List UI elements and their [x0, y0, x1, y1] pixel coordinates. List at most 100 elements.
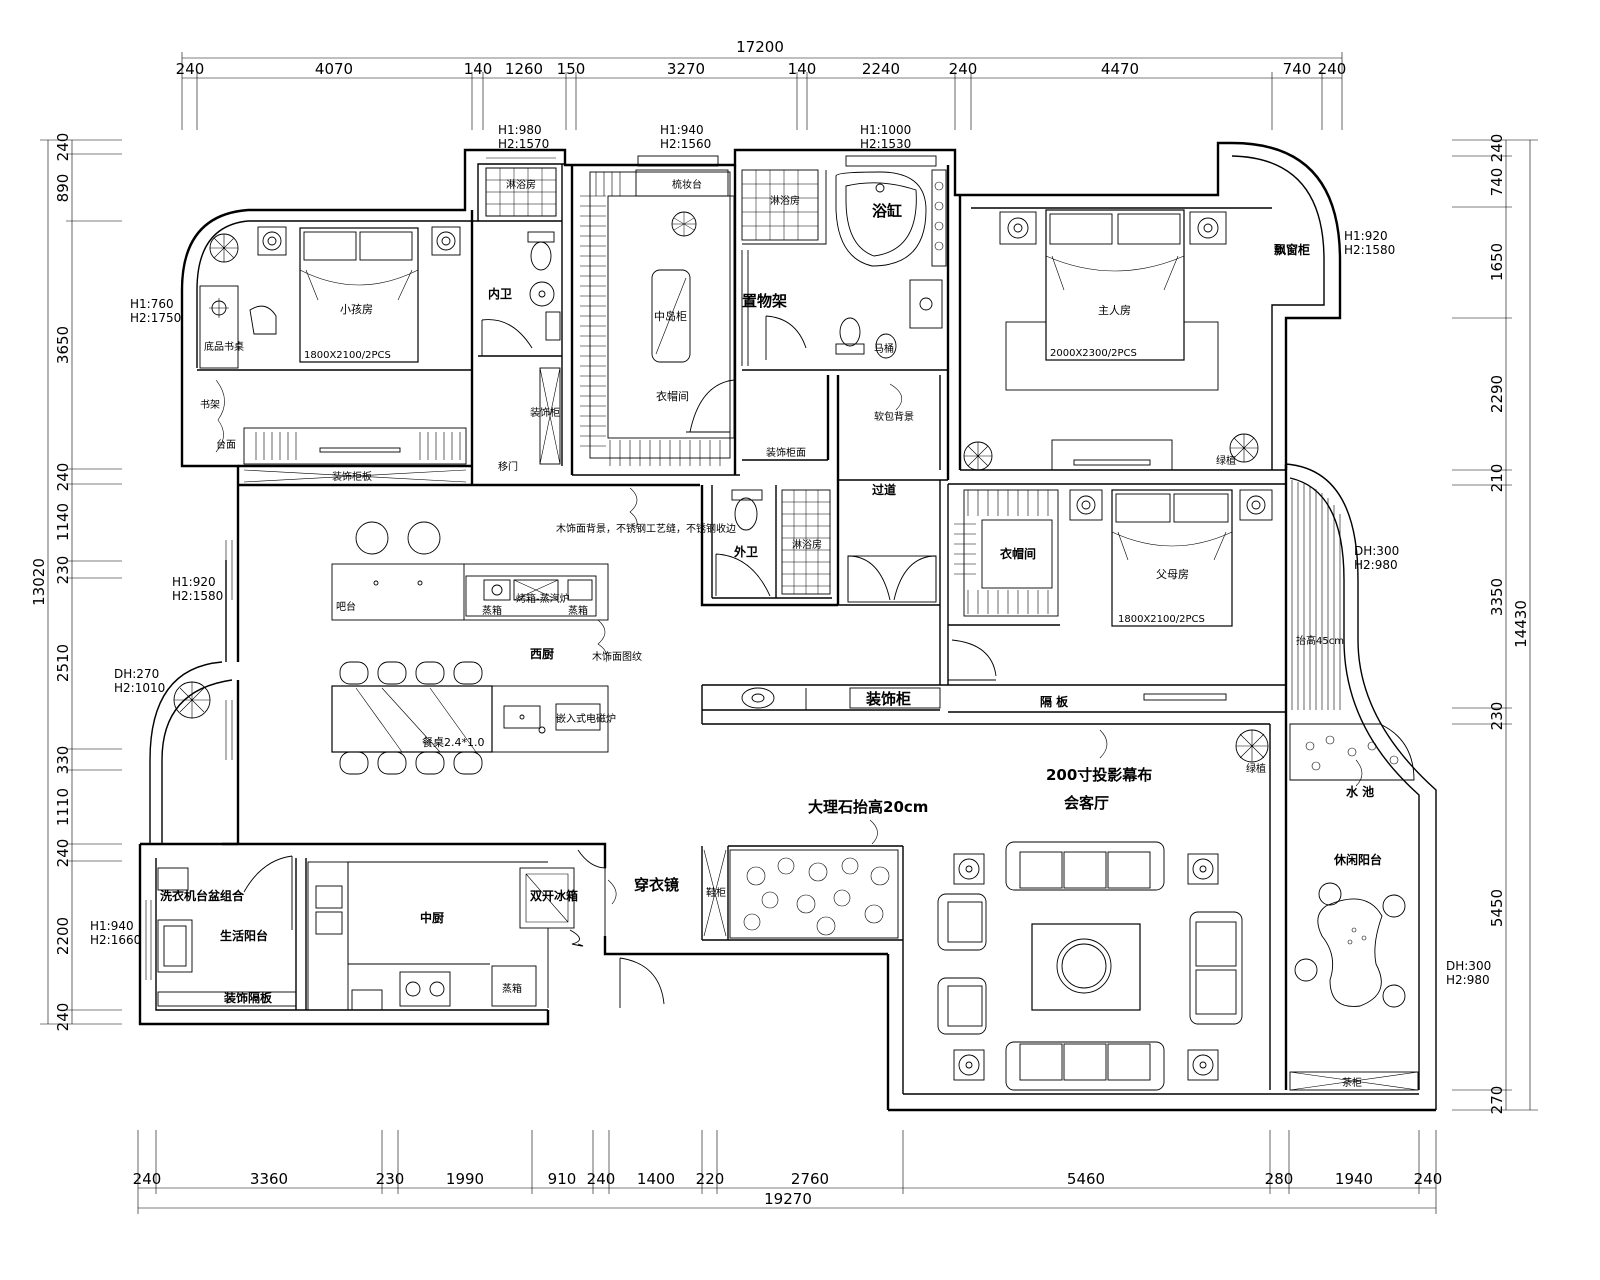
chair-icon [1318, 882, 1342, 906]
partition-label: 隔 板 [1040, 694, 1069, 709]
corridor-label: 过道 [872, 482, 896, 497]
dining-table [331, 685, 493, 753]
dim-bottom: 1400 [637, 1170, 675, 1188]
wood-note: 木饰面图纹 [592, 650, 642, 663]
room-label: 休闲阳台 [1333, 852, 1382, 867]
dim-left: 230 [54, 556, 72, 585]
bar-label: 吧台 [336, 600, 356, 613]
dim-top: 240 [949, 60, 978, 78]
dim-right: 230 [1488, 702, 1506, 731]
dim-left: 1140 [54, 503, 72, 541]
shelf-label: 置物架 [742, 292, 787, 310]
dim-top: 2240 [862, 60, 900, 78]
window-note: DH:270 [114, 667, 159, 681]
window-note: H2:1560 [660, 137, 711, 151]
dim-top: 240 [1318, 60, 1347, 78]
window-note: H2:1530 [860, 137, 911, 151]
bed [299, 227, 419, 363]
wood-bg-note: 木饰面背景，不锈钢工艺缝，不锈钢收边 [556, 522, 736, 535]
dim-bottom: 280 [1265, 1170, 1294, 1188]
toilet-icon [835, 317, 865, 355]
window-note: DH:300 [1354, 544, 1399, 558]
sink-icon [315, 885, 343, 935]
dim-bottom: 220 [696, 1170, 725, 1188]
interior-walls [197, 164, 1286, 941]
toilet-icon [731, 489, 763, 531]
bed [1111, 489, 1233, 627]
soft-pack-label: 软包背景 [874, 410, 914, 423]
room-label: 生活阳台 [220, 928, 268, 943]
lamp-icon [1069, 489, 1103, 521]
shower-label: 淋浴房 [770, 194, 800, 207]
dim-top: 3270 [667, 60, 705, 78]
plant-icon [963, 441, 993, 471]
window-note: H1:940 [90, 919, 134, 933]
room-label: 主人房 [1098, 304, 1131, 317]
dim-right: 3350 [1488, 578, 1506, 616]
fryer-label: 烤箱-蒸汽炉 [516, 592, 570, 605]
dim-bottom: 1990 [446, 1170, 484, 1188]
dim-left: 2510 [54, 644, 72, 682]
dim-top: 1260 [505, 60, 543, 78]
bed-size: 1800X2100/2PCS [1118, 614, 1205, 625]
room-label: 外卫 [734, 544, 758, 559]
dim-left: 1110 [54, 788, 72, 826]
dim-bottom: 2760 [791, 1170, 829, 1188]
western-kitchen: 吧台 烤箱-蒸汽炉 蒸箱 蒸箱 西厨 木饰面图纹 木饰面背景，不锈钢工艺缝，不锈… [331, 487, 736, 775]
window-note: H1:980 [498, 123, 542, 137]
dim-right: 5450 [1488, 889, 1506, 927]
shower-label: 淋浴房 [506, 178, 536, 191]
dim-left: 330 [54, 746, 72, 775]
dim-right: 740 [1488, 168, 1506, 197]
room-label: 衣帽间 [656, 389, 689, 403]
room-label: 会客厅 [1064, 794, 1109, 812]
dim-top: 240 [176, 60, 205, 78]
window-notes: H1:980 H2:1570 H1:940 H2:1560 H1:1000 H2… [90, 123, 1491, 987]
oven-label: 蒸箱 [568, 604, 588, 617]
wardrobe-room: 梳妆台 中岛柜 衣帽间 [580, 169, 735, 466]
small-bedroom: 小孩房 1800X2100/2PCS 底品书桌 书架 台面 装饰柜板 [199, 226, 467, 483]
dim-right-total: 14430 [1512, 600, 1530, 648]
lamp-icon [1189, 211, 1227, 245]
living-room: 200寸投影幕布 会客厅 大理石抬高20cm 绿植 [808, 729, 1269, 1091]
dim-right: 210 [1488, 464, 1506, 493]
dim-left: 3650 [54, 326, 72, 364]
dim-bottom: 3360 [250, 1170, 288, 1188]
dim-bottom: 240 [1414, 1170, 1443, 1188]
slide-door-label: 移门 [498, 460, 518, 473]
corridor: 装饰柜面 软包背景 过道 [766, 383, 937, 603]
window-note: H2:1570 [498, 137, 549, 151]
dim-right: 1650 [1488, 243, 1506, 281]
dim-left: 240 [54, 133, 72, 162]
marble-plant-bed: 鞋柜 [703, 849, 899, 939]
bed [1045, 209, 1185, 361]
window-note: H2:980 [1354, 558, 1398, 572]
lamp-icon [1187, 853, 1219, 885]
cab-label: 装饰柜 [530, 406, 560, 419]
dim-left: 240 [54, 1003, 72, 1032]
master-bath: 淋浴房 置物架 浴缸 马桶 [741, 169, 947, 366]
dim-bottom-total: 19270 [764, 1190, 812, 1208]
plant-icon [1229, 433, 1259, 463]
marble-label: 大理石抬高20cm [808, 798, 928, 816]
dim-bottom: 240 [587, 1170, 616, 1188]
lamp-icon [1187, 1049, 1219, 1081]
oven-label: 蒸箱 [502, 982, 522, 995]
lamp-icon [431, 226, 461, 256]
dim-bottom: 910 [548, 1170, 577, 1188]
bidet-icon [875, 333, 897, 359]
dim-top-total: 17200 [736, 38, 784, 56]
window-note: H2:1010 [114, 681, 165, 695]
plant-label: 绿植 [1246, 762, 1266, 775]
desk-label: 底品书桌 [204, 340, 244, 353]
cook-label: 嵌入式电磁炉 [556, 712, 616, 725]
master-bedroom: 主人房 2000X2300/2PCS 飘窗柜 绿植 [963, 209, 1310, 471]
dim-top: 740 [1283, 60, 1312, 78]
dim-left-total: 13020 [30, 558, 48, 606]
inner-bath: 淋浴房 内卫 装饰柜 移门 [481, 167, 561, 473]
sink-icon [741, 687, 775, 709]
coffee-table [1031, 923, 1141, 1011]
service-balcony: 洗衣机台盆组合 生活阳台 装饰隔板 [157, 855, 297, 1007]
dim-right: 2290 [1488, 375, 1506, 413]
